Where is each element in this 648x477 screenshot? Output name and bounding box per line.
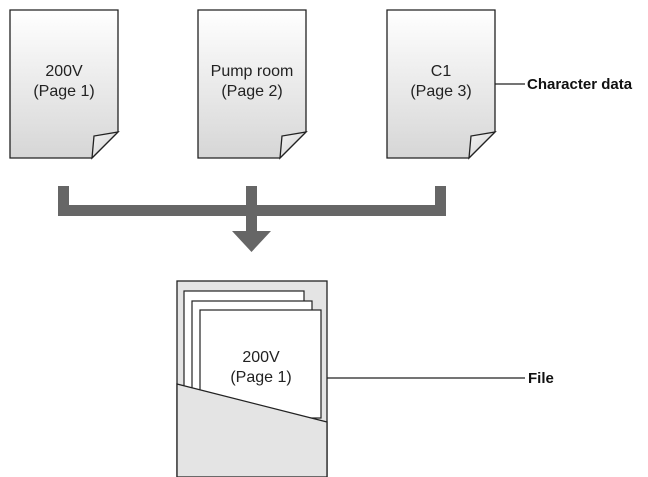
page-1-subtitle: (Page 1) bbox=[33, 83, 94, 100]
file-page-title: 200V bbox=[242, 349, 280, 366]
file-folder: 200V (Page 1) bbox=[176, 280, 328, 477]
down-arrow-icon bbox=[232, 231, 271, 252]
merge-connector bbox=[58, 186, 446, 252]
page-2-subtitle: (Page 2) bbox=[221, 83, 282, 100]
folder-pocket bbox=[176, 383, 328, 477]
page-3-subtitle: (Page 3) bbox=[410, 83, 471, 100]
page-2-document: Pump room (Page 2) bbox=[197, 9, 308, 160]
page-3-document: C1 (Page 3) bbox=[386, 9, 497, 160]
page-2-title: Pump room bbox=[211, 63, 294, 80]
page-3-title: C1 bbox=[431, 63, 452, 80]
page-1-title: 200V bbox=[45, 63, 83, 80]
character-data-label: Character data bbox=[527, 76, 633, 93]
file-page-subtitle: (Page 1) bbox=[230, 369, 291, 386]
file-label: File bbox=[528, 370, 554, 387]
page-1-document: 200V (Page 1) bbox=[9, 9, 120, 160]
